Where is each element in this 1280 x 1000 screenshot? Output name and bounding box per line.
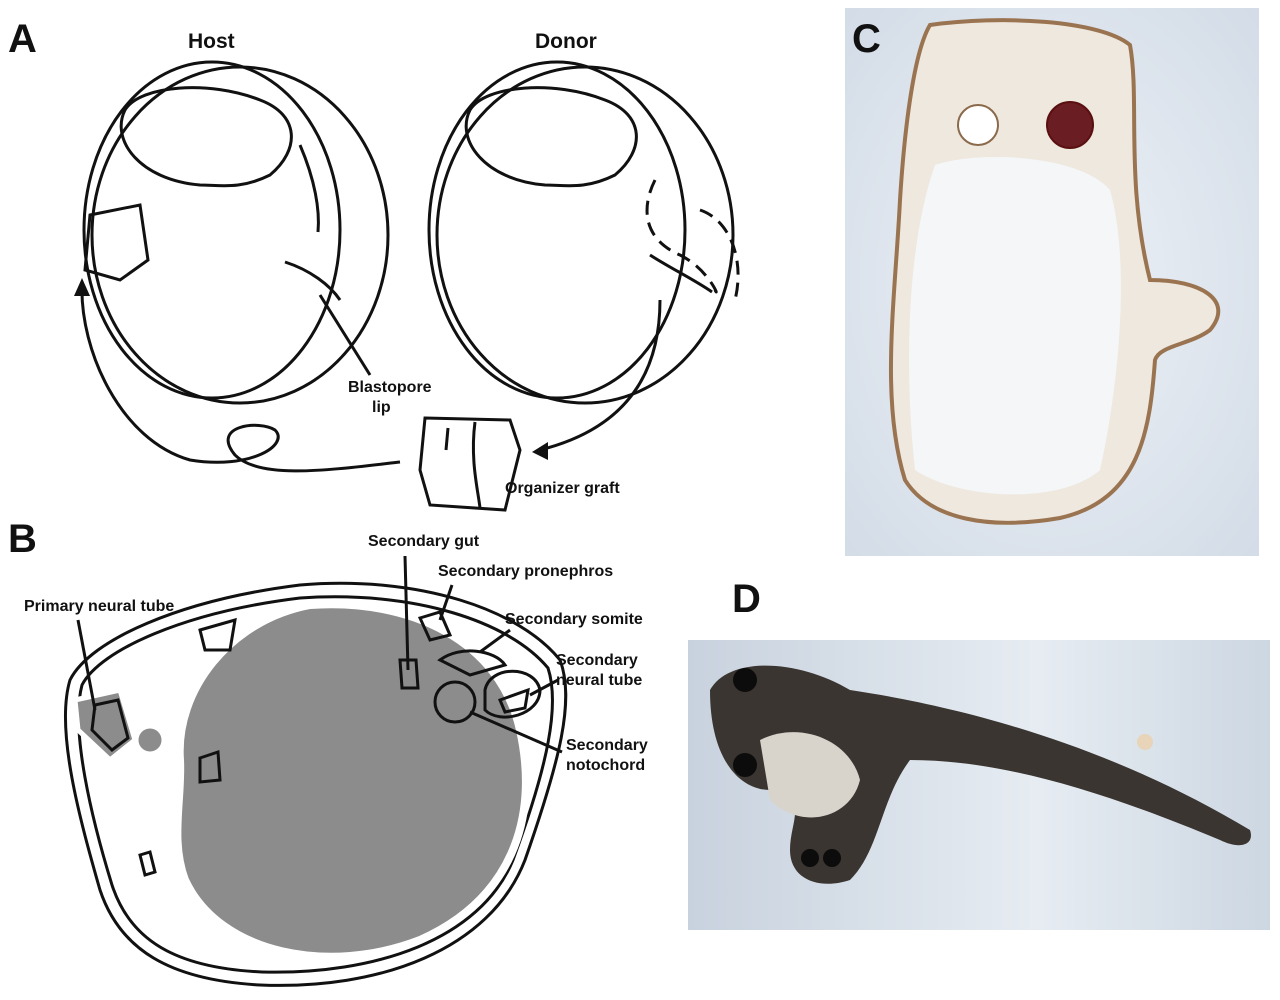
transplant-arrow-to-host bbox=[80, 284, 401, 473]
transplant-arrow-from-donor bbox=[539, 299, 662, 452]
label-secondary-notochord-1: Secondary bbox=[566, 737, 648, 754]
label-secondary-notochord-2: notochord bbox=[566, 757, 645, 774]
photo-c-embryo-section bbox=[845, 8, 1259, 556]
pointer-secondary-gut bbox=[403, 555, 410, 671]
cross-section bbox=[63, 581, 568, 987]
host-embryo bbox=[82, 60, 390, 405]
pointer-secondary-neural-tube bbox=[529, 678, 559, 697]
donor-blastopore-lip bbox=[649, 253, 713, 294]
blastopore-label-2: lip bbox=[372, 399, 391, 416]
arrowhead-graft bbox=[532, 442, 548, 460]
label-secondary-neural-tube-1: Secondary bbox=[556, 652, 638, 669]
donor-title: Donor bbox=[535, 30, 597, 53]
label-primary-neural-tube: Primary neural tube bbox=[24, 598, 174, 615]
blastopore-pointer bbox=[318, 294, 372, 376]
panel-label-d: D bbox=[732, 577, 761, 621]
label-secondary-pronephros: Secondary pronephros bbox=[438, 563, 613, 580]
host-graft-site bbox=[83, 203, 150, 282]
host-blastopore-lip bbox=[284, 260, 342, 301]
host-title: Host bbox=[188, 30, 235, 53]
organizer-graft bbox=[418, 416, 522, 512]
panel-label-b: B bbox=[8, 517, 37, 561]
panel-label-c: C bbox=[852, 17, 881, 61]
arrowhead-host bbox=[74, 278, 90, 296]
blastopore-label-1: Blastopore bbox=[348, 379, 432, 396]
pointer-secondary-pronephros bbox=[438, 584, 454, 621]
donor-embryo bbox=[427, 60, 740, 405]
label-secondary-neural-tube-2: neural tube bbox=[556, 672, 642, 689]
panel-label-a: A bbox=[8, 17, 37, 61]
label-secondary-somite: Secondary somite bbox=[505, 611, 643, 628]
pointer-secondary-somite bbox=[479, 628, 511, 654]
organizer-graft-label: Organizer graft bbox=[505, 480, 620, 497]
pointer-primary-neural-tube bbox=[76, 619, 97, 711]
photo-d-double-tadpole bbox=[688, 640, 1270, 930]
pointer-secondary-notochord bbox=[469, 710, 563, 754]
label-secondary-gut: Secondary gut bbox=[368, 533, 480, 550]
